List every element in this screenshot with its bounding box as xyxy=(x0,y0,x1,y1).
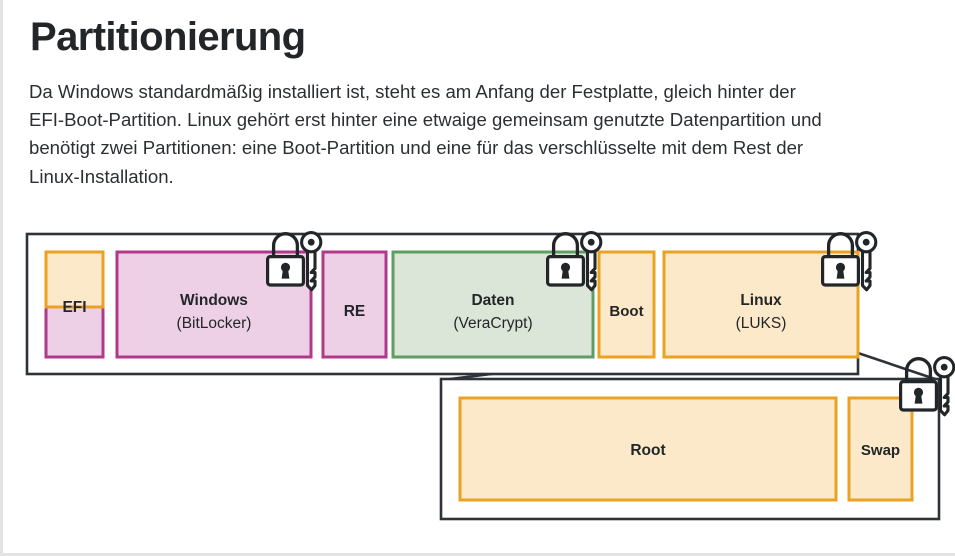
partition-root[interactable]: Root xyxy=(458,396,838,502)
partition-efi[interactable]: EFI xyxy=(44,250,105,359)
partition-swap[interactable]: Swap xyxy=(847,396,914,502)
partition-swap-label: Swap xyxy=(861,442,900,459)
partition-windows-label: Windows xyxy=(180,292,248,309)
partition-root-box xyxy=(458,396,838,502)
lock-detail-icon xyxy=(898,355,955,417)
partition-swap-box xyxy=(847,396,914,502)
partition-efi-orange-part xyxy=(44,250,105,309)
partition-linux-label: Linux xyxy=(740,292,782,309)
partition-re-label: RE xyxy=(344,303,366,320)
partition-re[interactable]: RE xyxy=(321,250,388,359)
page-edge-bottom xyxy=(0,553,955,556)
partition-efi-label: EFI xyxy=(62,299,86,316)
intro-text: Da Windows standardmäßig installiert ist… xyxy=(29,81,822,187)
page-edge-left xyxy=(0,0,3,556)
disk-bar: EFI Windows (BitLocker) RE Daten (VeraCr… xyxy=(25,232,860,376)
partition-daten-label: Daten xyxy=(471,292,514,309)
partition-boot-box xyxy=(597,250,656,359)
partition-boot-label: Boot xyxy=(609,303,643,320)
page-title: Partitionierung xyxy=(30,15,306,59)
partition-boot[interactable]: Boot xyxy=(597,250,656,359)
partition-windows-sublabel: (BitLocker) xyxy=(177,315,252,332)
partition-linux-sublabel: (LUKS) xyxy=(736,315,787,332)
partition-root-label: Root xyxy=(630,442,665,459)
partition-re-box xyxy=(321,250,388,359)
intro-paragraph: Da Windows standardmäßig installiert ist… xyxy=(29,78,829,191)
detail-box: Root Swap xyxy=(439,377,941,521)
partition-daten-sublabel: (VeraCrypt) xyxy=(453,315,532,332)
partition-diagram: EFI Windows (BitLocker) RE Daten (VeraCr… xyxy=(25,230,955,521)
